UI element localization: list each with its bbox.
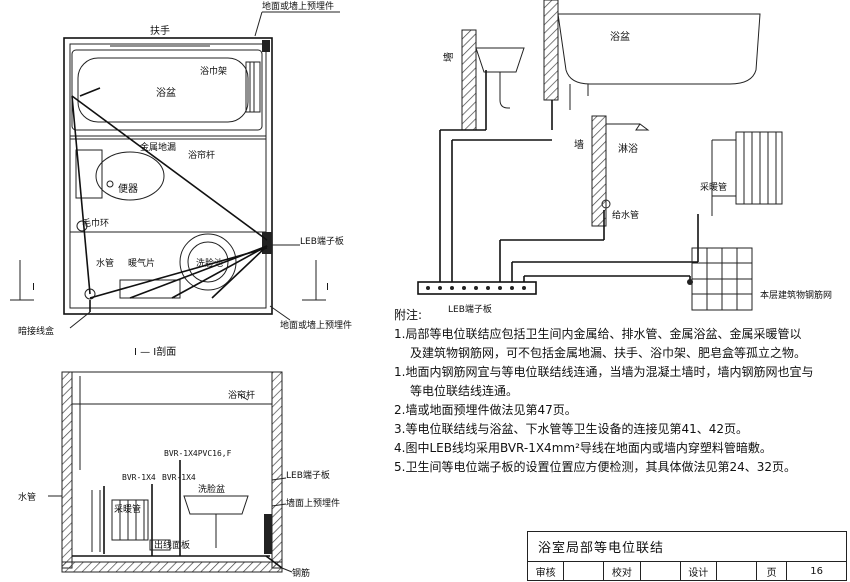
plan-inner-wall [69, 43, 267, 309]
section-label-heating-pipe: 采暖管 [114, 503, 141, 515]
plan-washbasin [179, 233, 237, 291]
label-towel-rack: 浴巾架 [200, 65, 227, 77]
detail-radiator [735, 131, 783, 205]
tb-check: 校对 [604, 562, 641, 581]
label-wall-embed-bottom: 地面或墙上预埋件 [280, 319, 352, 331]
label-handrail: 扶手 [150, 24, 170, 37]
section-label-washbasin: 洗脸盆 [198, 483, 225, 495]
section-floor [61, 561, 283, 573]
label-bathtub: 浴盆 [156, 86, 176, 99]
detail-label-rebar-mesh: 本层建筑物钢筋网 [760, 289, 832, 301]
detail-label-bathtub: 浴盆 [610, 30, 630, 43]
detail-wall-1 [461, 29, 477, 131]
detail-wall-2 [543, 0, 559, 101]
label-water-pipe: 水管 [96, 257, 114, 269]
detail-label-shower: 淋浴 [618, 142, 638, 155]
note-5: 4.图中LEB线均采用BVR-1X4mm²导线在地面内或墙内穿塑料管暗敷。 [394, 441, 772, 455]
plan-outer-wall [63, 37, 273, 315]
label-section-left: I [32, 282, 35, 293]
note-1b: 及建筑物钢筋网，可不包括金属地漏、扶手、浴巾架、肥皂盒等孤立之物。 [410, 346, 807, 360]
title-block: 浴室局部等电位联结 审核 校对 设计 页 16 [527, 531, 847, 581]
plan-toilet-tank [75, 149, 103, 199]
label-floor-drain: 金属地漏 [140, 141, 176, 153]
section-label-outlet-panel: 出线面板 [154, 539, 190, 551]
detail-label-wall-2: 墙 [574, 138, 584, 151]
label-towel-ring: 毛巾环 [82, 217, 109, 229]
plan-wall-embed-top [262, 40, 270, 52]
section-radiator [111, 499, 149, 541]
detail-leb-board [417, 281, 537, 295]
section-washbasin [183, 495, 249, 515]
plan-towel-ring [76, 220, 88, 232]
plan-towel-rack [245, 61, 261, 113]
section-leb-board [264, 514, 272, 554]
tb-check-sign [641, 562, 681, 581]
label-toilet: 便器 [118, 182, 138, 195]
plan-leb-board [262, 232, 272, 254]
detail-label-heating-pipe: 采暖管 [700, 181, 727, 193]
label-radiator: 暖气片 [128, 257, 155, 269]
detail-view: 墙 浴盆 墙 淋浴 采暖管 给水管 LEB端子板 本层建筑物钢筋网 [417, 0, 832, 315]
section-view: I — I剖面 浴帘杆 BVR-1X4PVC16,F BVR-1 [18, 345, 340, 579]
plan-toilet [95, 151, 165, 201]
detail-shower-head [635, 123, 650, 131]
label-washbasin: 洗脸池 [196, 257, 223, 269]
tb-review-sign [564, 562, 605, 581]
detail-bathtub [557, 13, 761, 85]
label-hidden-box: 暗接线盒 [18, 325, 54, 337]
detail-label-wall-1: 墙 [442, 52, 455, 62]
section-label-bvr1: BVR-1X4 [122, 473, 156, 482]
tb-page-no: 16 [810, 566, 824, 577]
title-block-signatures: 审核 校对 设计 页 16 [528, 562, 846, 581]
note-2b: 等电位联结线连通。 [410, 384, 519, 398]
section-label-leb-board: LEB端子板 [286, 469, 330, 481]
notes-block: 附注: 1.局部等电位联结应包括卫生间内金属给、排水管、金属浴盆、金属采暖管以 … [394, 306, 846, 477]
title-block-title: 浴室局部等电位联结 [528, 532, 846, 562]
section-title: I — I剖面 [134, 345, 176, 358]
tb-design: 设计 [681, 562, 717, 581]
plan-view: 扶手 地面或墙上预埋件 浴盆 浴巾架 金属地漏 浴帘杆 便器 毛巾环 LEB端子… [10, 0, 352, 337]
note-3: 2.墙或地面预埋件做法见第47页。 [394, 403, 577, 417]
section-label-wire-spec: BVR-1X4PVC16,F [164, 449, 232, 458]
detail-label-supply-pipe: 给水管 [612, 209, 639, 221]
section-label-curtain-rod: 浴帘杆 [228, 389, 255, 401]
notes-heading: 附注: [394, 308, 423, 322]
detail-label-leb-board: LEB端子板 [448, 303, 492, 315]
plan-bathtub [71, 49, 263, 131]
section-label-wall-embed: 墙面上预埋件 [286, 497, 340, 509]
note-2a: 1.地面内钢筋网宜与等电位联结线连通，当墙为混凝土墙时，墙内钢筋网也宜与 [394, 365, 814, 379]
section-label-bvr2: BVR-1X4 [162, 473, 196, 482]
tb-review: 审核 [528, 562, 565, 581]
label-curtain-rod: 浴帘杆 [188, 149, 215, 161]
label-wall-embed-top: 地面或墙上预埋件 [262, 0, 334, 12]
tb-design-sign [717, 562, 757, 581]
label-leb-board: LEB端子板 [300, 235, 344, 247]
note-1a: 1.局部等电位联结应包括卫生间内金属给、排水管、金属浴盆、金属采暖管以 [394, 327, 802, 341]
detail-washbasin [475, 47, 525, 73]
plan-bathtub-inner [77, 57, 249, 123]
detail-wall-shower [591, 115, 607, 227]
tb-page-label: 页 [757, 562, 788, 581]
section-label-water-pipe: 水管 [18, 491, 36, 503]
section-left-wall [61, 371, 73, 569]
label-section-right: I [326, 282, 329, 293]
section-label-rebar: 钢筋 [292, 567, 310, 579]
section-outlet-panel [149, 539, 171, 551]
note-6: 5.卫生间等电位端子板的设置位置应方便检测，其具体做法见第24、32页。 [394, 460, 796, 474]
section-right-wall [271, 371, 283, 569]
note-4: 3.等电位联结线与浴盆、下水管等卫生设备的连接见第41、42页。 [394, 422, 748, 436]
